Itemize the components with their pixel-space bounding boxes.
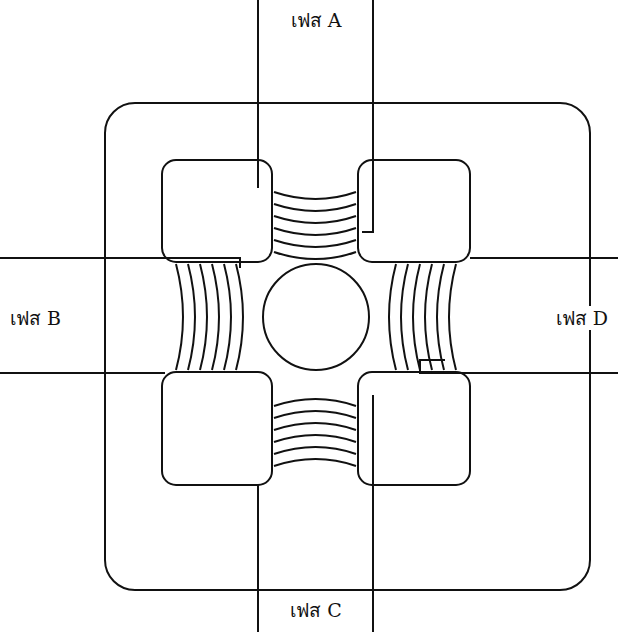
coil-turn xyxy=(437,264,444,370)
coil-turn xyxy=(236,264,243,370)
phase-label: เฟส A xyxy=(287,8,346,33)
coil-turn xyxy=(449,264,456,370)
phase-label: เฟส D xyxy=(552,306,612,331)
coil-turn xyxy=(274,240,356,247)
coil-turn xyxy=(274,216,356,223)
stator-slot xyxy=(358,160,470,262)
phase-label: เฟส C xyxy=(286,598,346,623)
phase-label: เฟส B xyxy=(6,306,65,331)
rotor xyxy=(263,264,369,370)
stator-outline xyxy=(105,103,590,590)
coil-turn xyxy=(274,411,356,418)
stator-slot xyxy=(162,372,272,485)
coil-turn xyxy=(274,459,356,466)
coil-turn xyxy=(389,264,396,370)
coil-turn xyxy=(425,264,432,370)
coil-turn xyxy=(274,447,356,454)
coil-turn xyxy=(274,228,356,235)
coil-turn xyxy=(200,264,207,370)
coil-turn xyxy=(413,264,420,370)
coil-turn xyxy=(274,252,356,259)
coil-turn xyxy=(274,399,356,406)
stator-slot xyxy=(162,160,272,262)
coil-turn xyxy=(224,264,231,370)
coil-turn xyxy=(212,264,219,370)
coil-windings xyxy=(176,192,456,466)
coil-turn xyxy=(401,264,408,370)
coil-turn xyxy=(176,264,183,370)
coil-turn xyxy=(274,423,356,430)
coil-turn xyxy=(274,192,356,199)
coil-turn xyxy=(188,264,195,370)
coil-turn xyxy=(274,204,356,211)
stator-slot xyxy=(358,372,470,485)
coil-turn xyxy=(274,435,356,442)
